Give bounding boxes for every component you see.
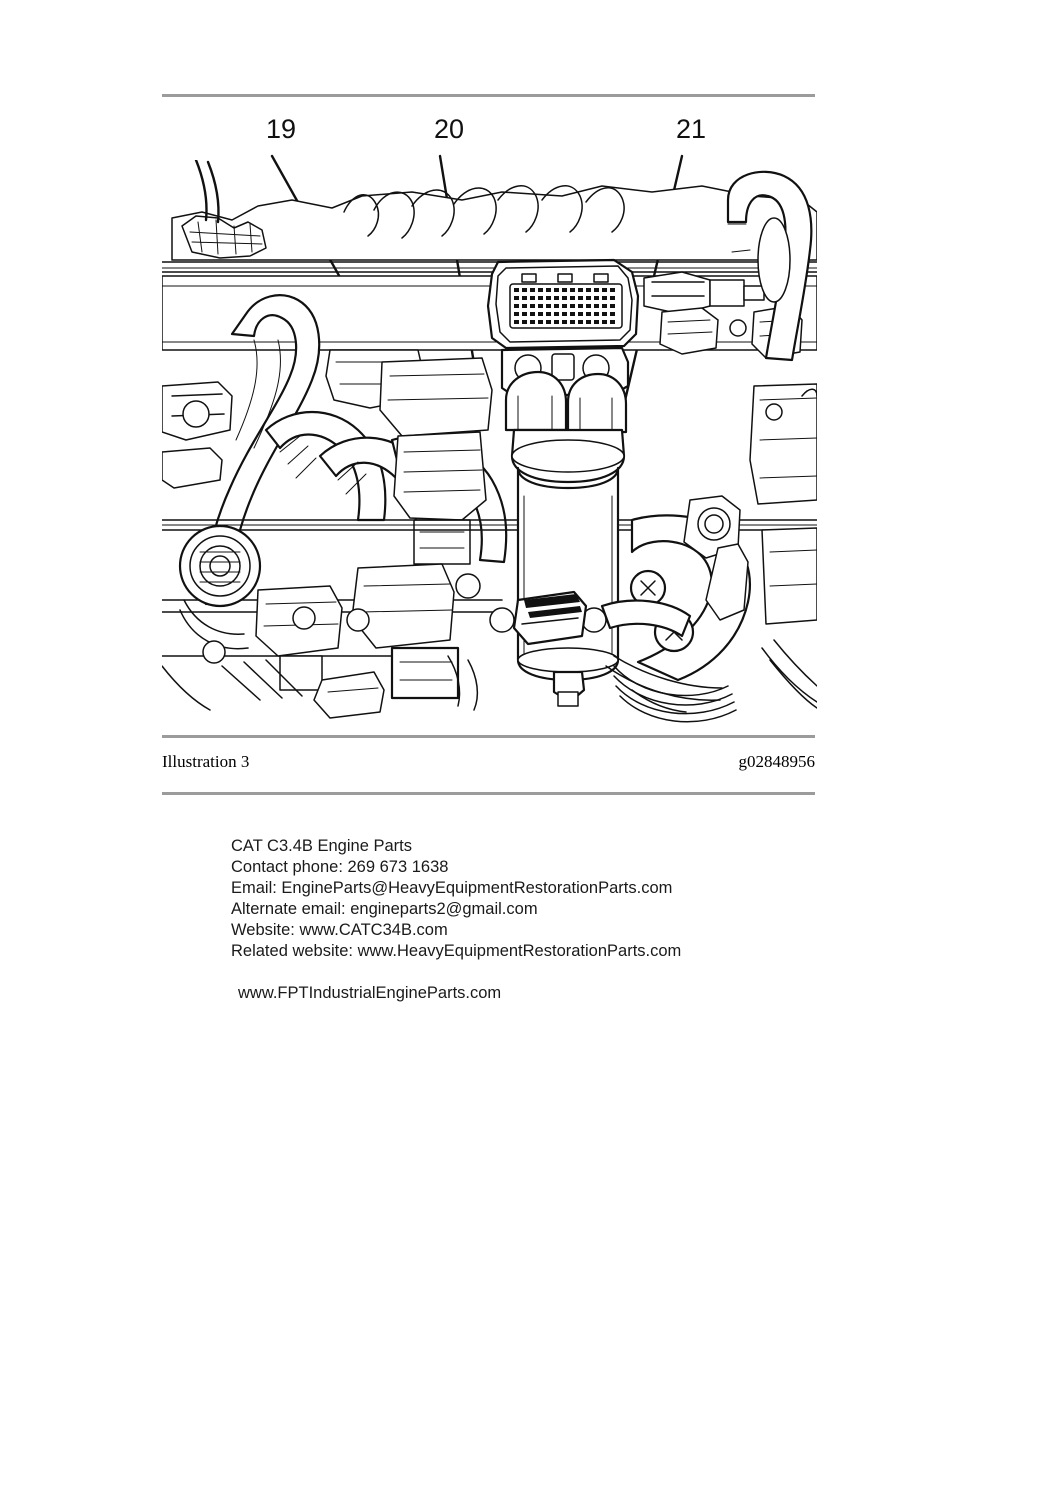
right-side-block (749, 383, 817, 703)
contact-line-website: Website: www.CATC34B.com (231, 921, 448, 939)
engine-illustration: .ln { fill:none; stroke:#111; stroke-wid… (162, 100, 817, 728)
contact-info-block: CAT C3.4B Engine Parts Contact phone: 26… (231, 836, 871, 1004)
upper-left-hose-tail (194, 160, 208, 222)
bolt-head (292, 606, 316, 630)
lower-engine-detail (162, 524, 817, 719)
callout-label-21: 21 (676, 114, 706, 144)
ecm-pin-grid (514, 288, 615, 324)
contact-footer-website: www.FPTIndustrialEngineParts.com (238, 984, 502, 1002)
divider-caption-bottom (162, 792, 815, 795)
callout-label-20: 20 (434, 114, 464, 144)
bolt-head (489, 607, 515, 633)
crank-pulley (178, 524, 262, 650)
bolt-head (346, 608, 370, 632)
divider-caption-top (162, 735, 815, 738)
air-intake-hose (726, 170, 813, 362)
engine-line-drawing: .ln { fill:none; stroke:#111; stroke-wid… (162, 100, 817, 728)
callout-label-19: 19 (266, 114, 296, 144)
divider-top (162, 94, 815, 97)
illustration-caption-label: Illustration 3 (162, 752, 250, 771)
bolt-head (455, 573, 481, 599)
contact-line-related: Related website: www.HeavyEquipmentResto… (231, 942, 682, 960)
contact-line-email: Email: EngineParts@HeavyEquipmentRestora… (231, 879, 673, 897)
illustration-graphic-id: g02848956 (738, 752, 816, 771)
engine-body (162, 160, 817, 723)
illustration-caption-row: Illustration 3 g02848956 (162, 752, 815, 782)
harness-connector (512, 590, 588, 646)
bolt-head (202, 640, 226, 664)
ecm-connector (486, 258, 640, 350)
contact-spacer (231, 962, 871, 983)
fuel-filter-assembly (500, 346, 630, 707)
contact-line-alt-email: Alternate email: engineparts2@gmail.com (231, 900, 538, 918)
upper-left-hose-tail-2 (206, 160, 220, 224)
contact-line-phone: Contact phone: 269 673 1638 (231, 858, 449, 876)
contact-line-title: CAT C3.4B Engine Parts (231, 837, 412, 855)
